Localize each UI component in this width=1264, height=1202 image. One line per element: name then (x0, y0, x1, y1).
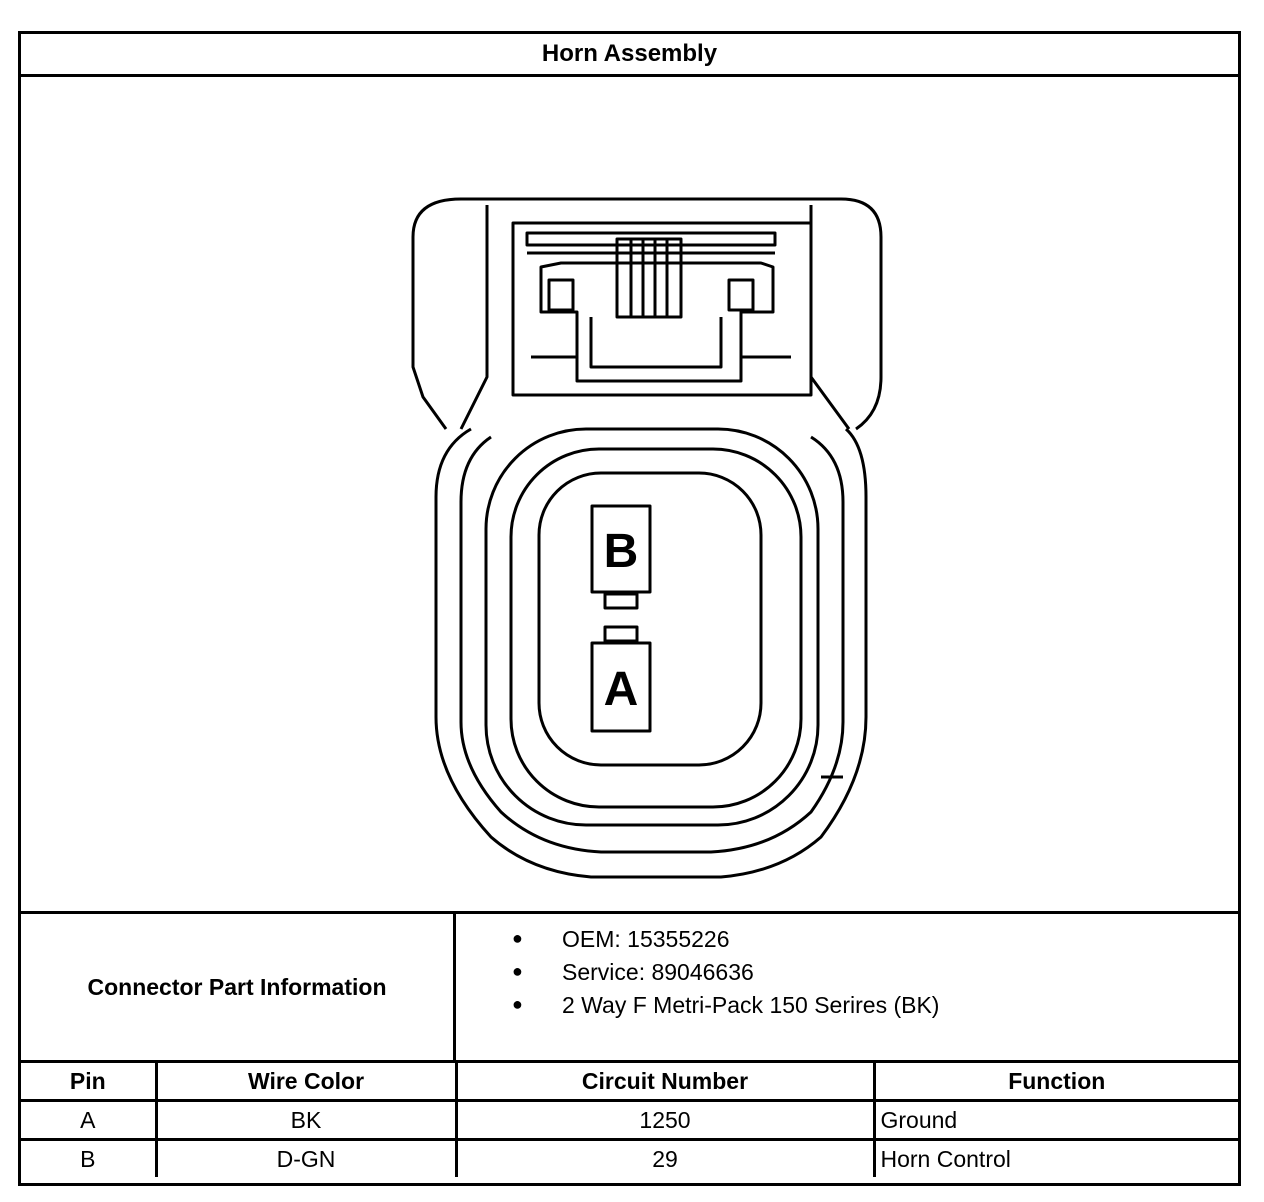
connector-face-drawing: B A (411, 197, 883, 879)
latch-housing-right-wing (809, 205, 851, 430)
service-number: Service: 89046636 (562, 959, 754, 985)
page-title: Horn Assembly (21, 34, 1238, 77)
table-header-row: Pin Wire Color Circuit Number Function (21, 1063, 1238, 1102)
latch-housing-left-wing (459, 205, 489, 430)
latch-left-post (547, 278, 575, 312)
cell-pin: B (21, 1138, 158, 1177)
table-row: A BK 1250 Ground (21, 1099, 1238, 1141)
connector-part-info-list: ● OEM: 15355226 ● Service: 89046636 ● 2 … (456, 914, 1238, 1060)
header-wire-color: Wire Color (154, 1063, 458, 1102)
connector-part-info-label: Connector Part Information (21, 914, 456, 1060)
connector-cavity (537, 471, 763, 767)
header-circuit-number: Circuit Number (454, 1063, 876, 1102)
cell-wire-color: D-GN (154, 1138, 458, 1177)
cell-circuit-number: 1250 (454, 1099, 876, 1141)
latch-body (539, 261, 775, 383)
connector-part-info: Connector Part Information ● OEM: 153552… (21, 911, 1238, 1063)
header-function: Function (872, 1063, 1238, 1102)
bullet-icon: ● (512, 994, 523, 1014)
connector-description: 2 Way F Metri-Pack 150 Serires (BK) (562, 992, 940, 1018)
terminal-b-pin (603, 592, 639, 610)
cell-wire-color: BK (154, 1099, 458, 1141)
bullet-icon: ● (512, 961, 523, 981)
terminal-a-box (590, 641, 652, 733)
oem-number: OEM: 15355226 (562, 926, 730, 952)
latch-right-post (727, 278, 755, 312)
connector-body-outer (434, 427, 868, 879)
latch-frame (511, 221, 813, 397)
cell-circuit-number: 29 (454, 1138, 876, 1177)
header-pin: Pin (21, 1063, 158, 1102)
connector-seal-ring-1 (459, 435, 845, 854)
terminal-b-box (590, 504, 652, 594)
cell-function: Horn Control (872, 1138, 1238, 1177)
terminal-a-pin (603, 625, 639, 643)
terminal-b-label: B (604, 525, 639, 578)
pin-table: Pin Wire Color Circuit Number Function A… (21, 1063, 1238, 1177)
latch-housing-outline (411, 197, 883, 431)
terminal-a-label: A (604, 663, 639, 716)
cell-pin: A (21, 1099, 158, 1141)
connector-seal-ring-2 (484, 427, 820, 827)
connector-sheet: Horn Assembly (18, 31, 1241, 1186)
cell-function: Ground (872, 1099, 1238, 1141)
latch-lock-tab (615, 237, 683, 319)
connector-seal-ring-3 (509, 447, 803, 809)
latch-frame-inner (525, 231, 777, 247)
table-row: B D-GN 29 Horn Control (21, 1138, 1238, 1177)
connector-diagram: B A (21, 77, 1238, 911)
bullet-icon: ● (512, 928, 523, 948)
